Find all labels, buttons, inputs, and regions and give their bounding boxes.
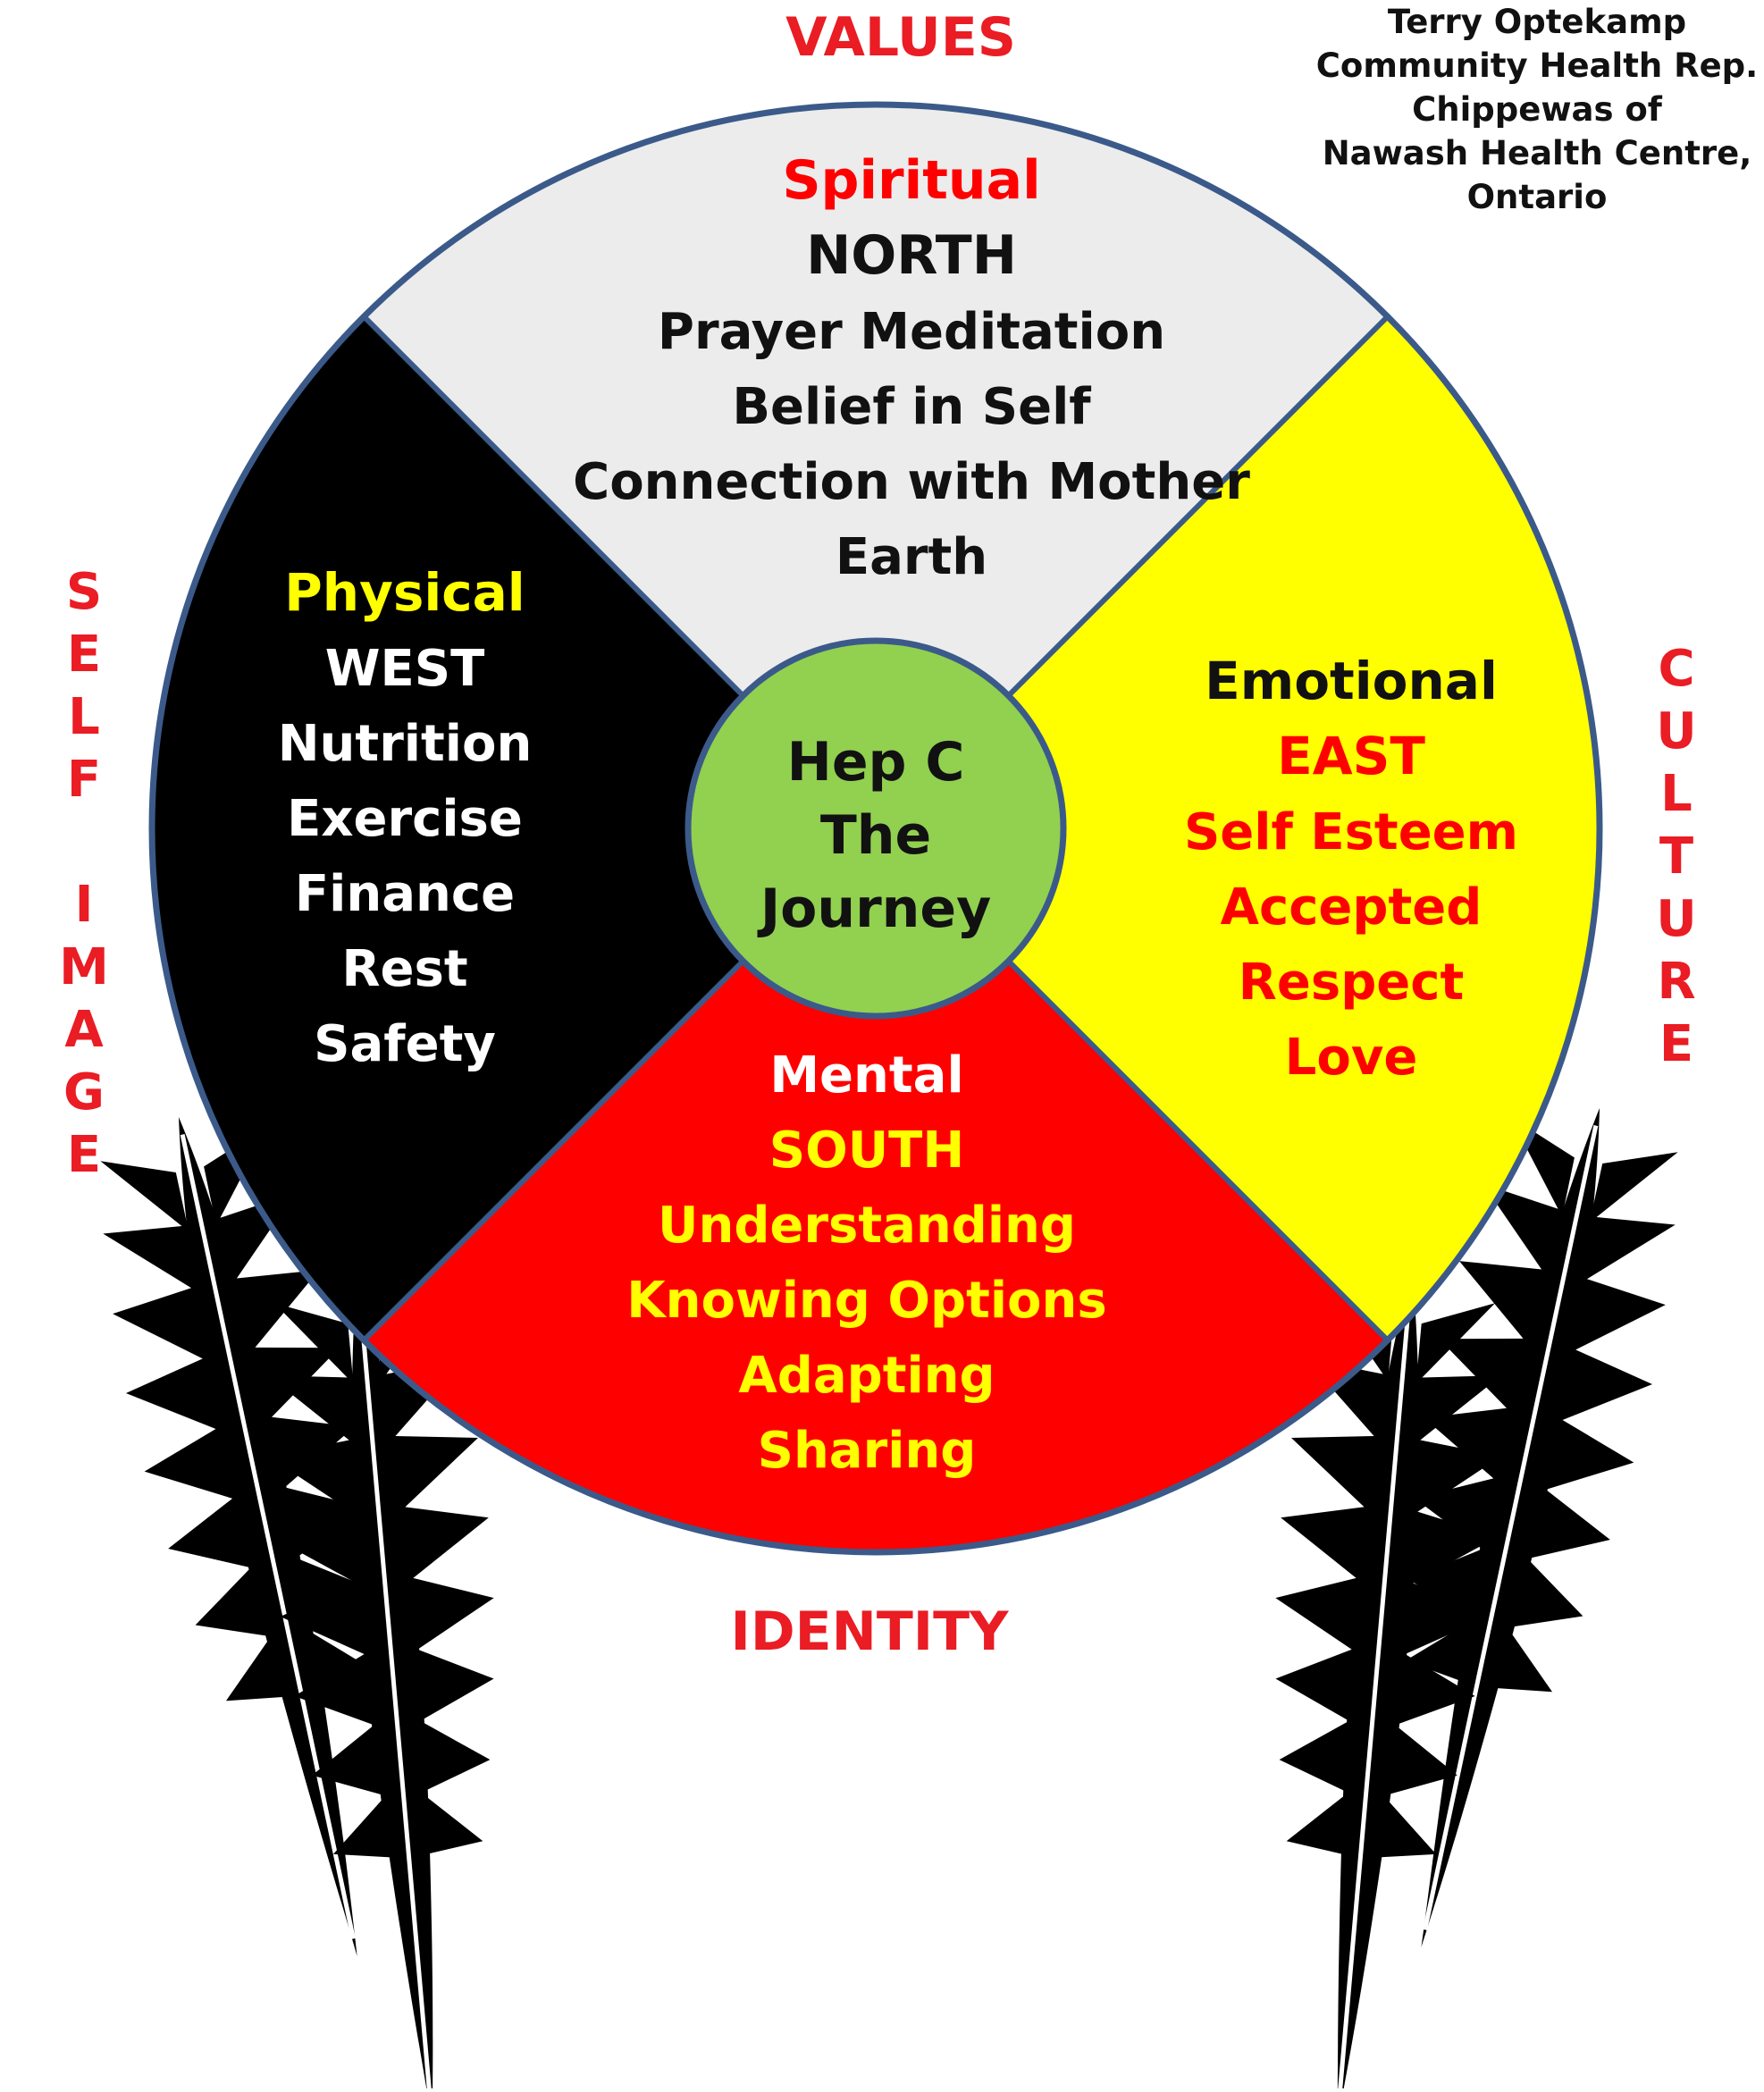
quadrant-east	[876, 316, 1600, 1340]
letter: U	[1656, 890, 1697, 948]
south-item: Understanding	[658, 1197, 1076, 1255]
west-item: Safety	[314, 1015, 496, 1073]
center-label: Hep C The Journey	[757, 731, 991, 940]
letter: L	[68, 688, 100, 746]
credit-line: Terry Optekamp	[1387, 3, 1687, 41]
credit-line: Community Health Rep.	[1315, 46, 1759, 85]
quadrant-north	[364, 104, 1388, 828]
credit-line: Ontario	[1466, 178, 1608, 216]
quadrant-west	[151, 316, 877, 1340]
south-item: Knowing Options	[626, 1272, 1106, 1330]
east-item: Self Esteem	[1184, 803, 1518, 861]
author-credit: Terry Optekamp Community Health Rep. Chi…	[1287, 0, 1764, 219]
west-direction: WEST	[325, 640, 485, 698]
letter: E	[1659, 1015, 1694, 1073]
label-culture: C U L T U R E	[1650, 638, 1703, 1076]
quadrant-south	[364, 828, 1388, 1553]
north-heading: Spiritual	[782, 149, 1040, 212]
letter: G	[63, 1063, 105, 1122]
north-text: Spiritual NORTH Prayer Meditation Belief…	[573, 149, 1250, 586]
west-item: Finance	[295, 865, 515, 923]
letter: S	[65, 563, 103, 621]
south-item: Adapting	[738, 1347, 995, 1405]
east-item: Love	[1285, 1029, 1418, 1087]
letter-gap	[57, 811, 111, 874]
south-text: Mental SOUTH Understanding Knowing Optio…	[626, 1046, 1106, 1480]
west-heading: Physical	[284, 562, 525, 623]
west-item: Rest	[341, 940, 467, 998]
center-line: Hep C	[787, 731, 965, 794]
center-line: Journey	[757, 878, 991, 940]
label-values: VALUES	[785, 6, 1016, 69]
letter: E	[66, 1126, 102, 1184]
letter: E	[66, 626, 102, 684]
south-item: Sharing	[758, 1422, 977, 1480]
letter: C	[1658, 640, 1695, 698]
credit-line: Chippewas of	[1412, 90, 1662, 129]
north-direction: NORTH	[806, 224, 1017, 287]
letter: R	[1657, 953, 1696, 1011]
south-direction: SOUTH	[769, 1122, 964, 1180]
north-item: Belief in Self	[732, 378, 1091, 436]
letter: L	[1660, 765, 1693, 823]
east-direction: EAST	[1277, 726, 1425, 786]
letter: I	[74, 876, 94, 934]
letter: F	[66, 751, 102, 809]
north-item: Connection with Mother	[573, 453, 1250, 511]
east-heading: Emotional	[1205, 651, 1498, 711]
north-item: Earth	[836, 528, 987, 586]
letter: T	[1659, 828, 1694, 886]
north-item: Prayer Meditation	[658, 303, 1165, 361]
label-self-image: S E L F I M A G E	[57, 561, 111, 1187]
west-item: Exercise	[287, 790, 523, 848]
west-text: Physical WEST Nutrition Exercise Finance…	[278, 562, 533, 1073]
credit-line: Nawash Health Centre,	[1322, 134, 1752, 172]
letter: A	[64, 1001, 104, 1059]
letter: M	[59, 938, 109, 996]
west-item: Nutrition	[278, 715, 533, 773]
east-item: Respect	[1239, 954, 1464, 1012]
center-hub	[685, 637, 1067, 1020]
center-line: The	[820, 804, 931, 867]
east-item: Accepted	[1221, 878, 1483, 937]
east-text: Emotional EAST Self Esteem Accepted Resp…	[1184, 651, 1518, 1087]
letter: U	[1656, 702, 1697, 760]
south-heading: Mental	[769, 1046, 963, 1105]
label-identity: IDENTITY	[731, 1601, 1011, 1663]
